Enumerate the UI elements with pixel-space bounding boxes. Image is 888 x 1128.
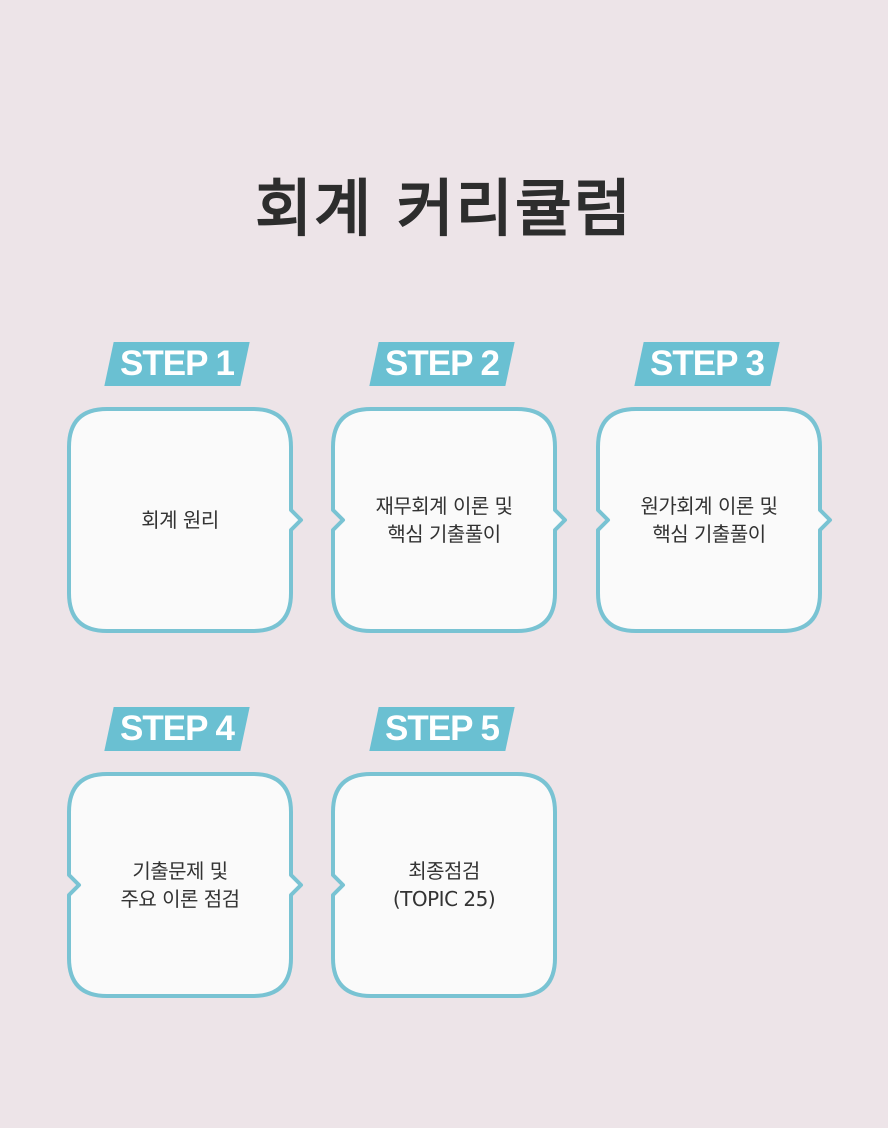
step-badge-label: STEP 4 — [120, 709, 234, 748]
step-description-line: 회계 원리 — [141, 508, 219, 532]
step-badge: STEP 2 — [369, 342, 515, 386]
step-badge: STEP 4 — [104, 707, 250, 751]
step-description-line: 핵심 기출풀이 — [387, 522, 501, 546]
step-card-outline — [331, 407, 567, 633]
step-description-line: 재무회계 이론 및 — [375, 494, 513, 518]
step-description-line: 주요 이론 점검 — [120, 887, 240, 911]
step-card-frame — [67, 772, 303, 998]
step-card: 최종점검 (TOPIC 25) — [331, 772, 557, 998]
step-description: 최종점검 (TOPIC 25) — [345, 774, 543, 996]
step-description-line: 핵심 기출풀이 — [652, 522, 766, 546]
step-badge-label: STEP 1 — [120, 344, 234, 383]
step-description-line: 원가회계 이론 및 — [640, 494, 778, 518]
step-badge: STEP 5 — [369, 707, 515, 751]
step-card-outline — [67, 407, 303, 633]
step-card-frame — [67, 407, 303, 633]
step-badge-label: STEP 3 — [650, 344, 764, 383]
step-description-line: 최종점검 — [408, 859, 480, 883]
step-card-outline — [331, 772, 557, 998]
step-card-frame — [596, 407, 832, 633]
step-badge-label: STEP 5 — [385, 709, 499, 748]
step-card-frame — [331, 407, 567, 633]
step-card-outline — [67, 772, 303, 998]
step-card-frame — [331, 772, 557, 998]
step-description: 회계 원리 — [81, 409, 279, 631]
step-description-line: (TOPIC 25) — [392, 887, 496, 911]
step-badge: STEP 3 — [634, 342, 780, 386]
step-card: 회계 원리 — [67, 407, 303, 633]
step-badge-label: STEP 2 — [385, 344, 499, 383]
step-card-outline — [596, 407, 832, 633]
step-badge: STEP 1 — [104, 342, 250, 386]
step-description-line: 기출문제 및 — [132, 859, 228, 883]
page-title: 회계 커리큘럼 — [255, 172, 633, 245]
